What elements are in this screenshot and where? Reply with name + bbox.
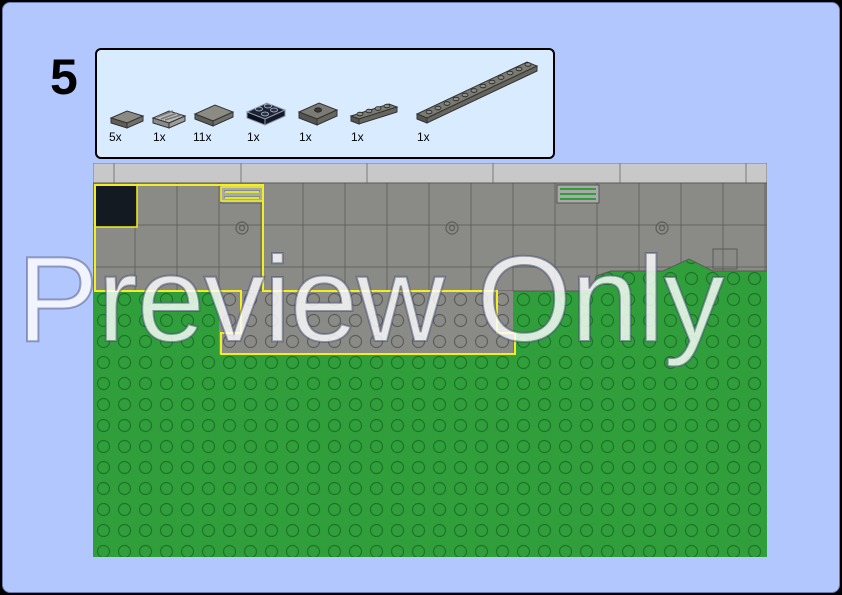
- parts-list-callout: 5x 1x 11x: [95, 48, 555, 159]
- step-number: 5: [50, 49, 78, 105]
- part-item: 5x: [109, 106, 149, 146]
- black-tile: [94, 184, 138, 228]
- gray-plate-row: [219, 291, 513, 354]
- preview-watermark: Preview Only: [16, 230, 726, 368]
- plate-2x2-jumper-icon: [297, 102, 339, 126]
- part-quantity: 1x: [351, 130, 364, 144]
- part-item: 1x: [415, 58, 541, 146]
- part-item: 1x: [245, 98, 289, 146]
- tile-2x2-dark-gray-icon: [109, 110, 145, 129]
- part-quantity: 1x: [417, 130, 430, 144]
- part-quantity: 1x: [153, 130, 166, 144]
- part-item: 11x: [193, 100, 237, 146]
- new-parts-highlight: [94, 184, 516, 355]
- build-view: [93, 163, 767, 557]
- plate-1x12-dark-gray-icon: [415, 61, 539, 124]
- part-quantity: 1x: [299, 130, 312, 144]
- part-quantity: 5x: [109, 130, 122, 144]
- sidewalk-strip: [93, 163, 767, 184]
- tile-2x2-dark-gray-icon: [193, 104, 235, 127]
- tile-grille-light-gray-icon: [151, 110, 187, 129]
- part-quantity: 1x: [247, 130, 260, 144]
- plate-1x4-dark-gray-icon: [349, 103, 399, 125]
- part-item: 1x: [297, 98, 341, 146]
- part-item: 1x: [151, 106, 191, 146]
- plate-2x2-black-icon: [245, 102, 287, 126]
- part-item: 1x: [349, 102, 403, 146]
- part-quantity: 11x: [193, 130, 212, 144]
- jumper-studs: [235, 221, 669, 235]
- grille-tile-right: [556, 184, 600, 204]
